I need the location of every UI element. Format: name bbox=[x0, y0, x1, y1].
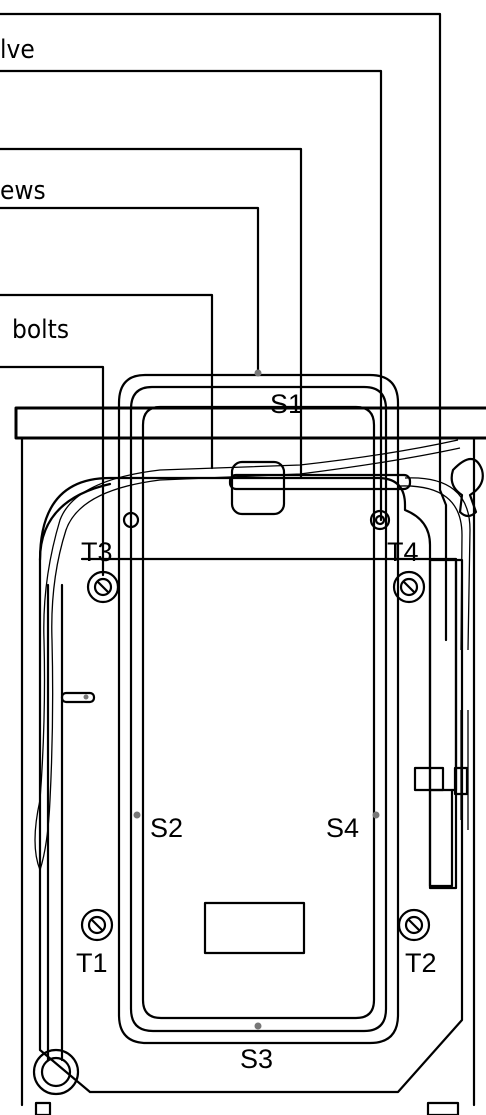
transit-bolts: T3 T4 T1 T2 bbox=[76, 537, 437, 978]
valve-clamp bbox=[453, 766, 469, 796]
label-t3: T3 bbox=[81, 537, 113, 567]
panel-outer bbox=[117, 373, 400, 1045]
label-s1: S1 bbox=[270, 389, 303, 419]
valve-lower bbox=[428, 788, 454, 888]
leader-line-valve bbox=[0, 69, 383, 522]
transit-bolt-t3-icon bbox=[86, 570, 120, 604]
label-s4: S4 bbox=[326, 813, 359, 843]
screw-s4-dot bbox=[372, 811, 380, 819]
leader-line-bolts bbox=[0, 365, 105, 577]
panel-face bbox=[141, 405, 376, 1020]
leader-line-3 bbox=[0, 147, 303, 480]
transit-bolt-t1-icon bbox=[80, 908, 114, 942]
callout-valve-text: lve bbox=[0, 35, 35, 65]
transit-bolt-t2-icon bbox=[397, 908, 431, 942]
transit-bolt-t4-icon bbox=[392, 570, 426, 604]
callout-bolts-text: bolts bbox=[12, 315, 69, 345]
right-hose-b bbox=[399, 485, 463, 651]
drain-hose bbox=[34, 439, 461, 872]
access-panel bbox=[117, 373, 400, 1045]
panel-inner bbox=[129, 385, 388, 1033]
drain-cap-outer bbox=[32, 1048, 80, 1096]
label-t4: T4 bbox=[387, 537, 419, 567]
valve-bracket bbox=[413, 766, 445, 792]
callout-screws-text: ews bbox=[0, 176, 46, 206]
valve-tap-icon bbox=[450, 457, 484, 518]
leader-line-screws bbox=[0, 206, 260, 374]
drain-cap-inner bbox=[40, 1056, 72, 1088]
top-lid bbox=[14, 406, 486, 440]
rating-plate bbox=[203, 901, 306, 955]
left-pipe-bend bbox=[38, 482, 112, 562]
valve-channel bbox=[428, 558, 458, 890]
label-s3: S3 bbox=[240, 1044, 273, 1074]
foot-right bbox=[426, 1101, 460, 1115]
screw-s1-dot bbox=[254, 369, 262, 377]
leader-line-5 bbox=[0, 293, 214, 470]
label-s2: S2 bbox=[150, 813, 183, 843]
callout-leaders bbox=[0, 12, 448, 642]
foot-left bbox=[34, 1101, 52, 1115]
hose-bar bbox=[228, 473, 412, 491]
hose-clip-screw bbox=[83, 694, 89, 700]
screws: S1 S2 S3 S4 bbox=[133, 369, 380, 1074]
screw-s3-dot bbox=[254, 1022, 262, 1030]
corner-bolt-right bbox=[369, 509, 391, 531]
leader-line-1 bbox=[0, 12, 448, 642]
label-t1: T1 bbox=[76, 948, 108, 978]
label-t2: T2 bbox=[405, 948, 437, 978]
left-pipe bbox=[46, 583, 64, 1062]
hose-clip bbox=[60, 691, 96, 704]
screw-s2-dot bbox=[133, 811, 141, 819]
